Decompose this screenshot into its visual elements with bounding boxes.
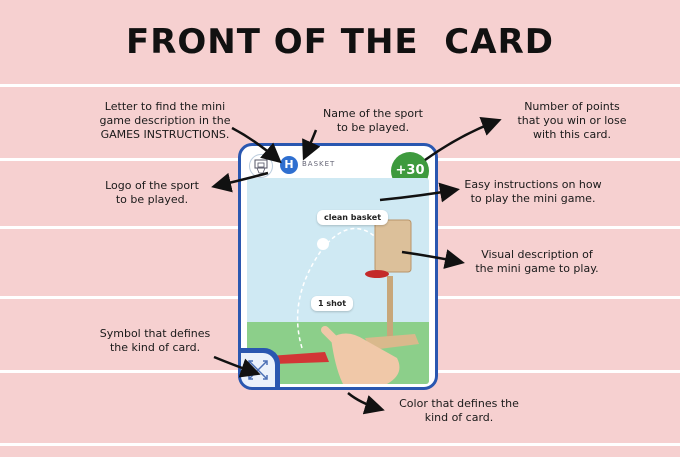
annotation-sport-name: Name of the sport to be played.: [323, 107, 423, 134]
annotation-color: Color that defines the kind of card.: [399, 397, 519, 424]
instruction-bubble: clean basket: [317, 210, 389, 225]
sport-name: BASKET: [302, 160, 336, 168]
annotation-points: Number of points that you win or lose wi…: [517, 100, 627, 141]
stripe: [0, 443, 680, 446]
annotation-letter: Letter to find the mini game description…: [99, 100, 231, 141]
game-card: H BASKET +30 clean basket 1 shot: [238, 143, 438, 390]
annotation-logo: Logo of the sport to be played.: [105, 179, 199, 206]
annotation-visual: Visual description of the mini game to p…: [475, 248, 599, 275]
shot-bubble: 1 shot: [311, 296, 354, 311]
annotation-symbol: Symbol that defines the kind of card.: [99, 327, 211, 354]
page-title: FRONT OF THE CARD: [126, 22, 554, 62]
annotation-instructions: Easy instructions on how to play the min…: [464, 178, 602, 205]
card-letter: H: [280, 156, 298, 174]
stripe: [0, 84, 680, 87]
